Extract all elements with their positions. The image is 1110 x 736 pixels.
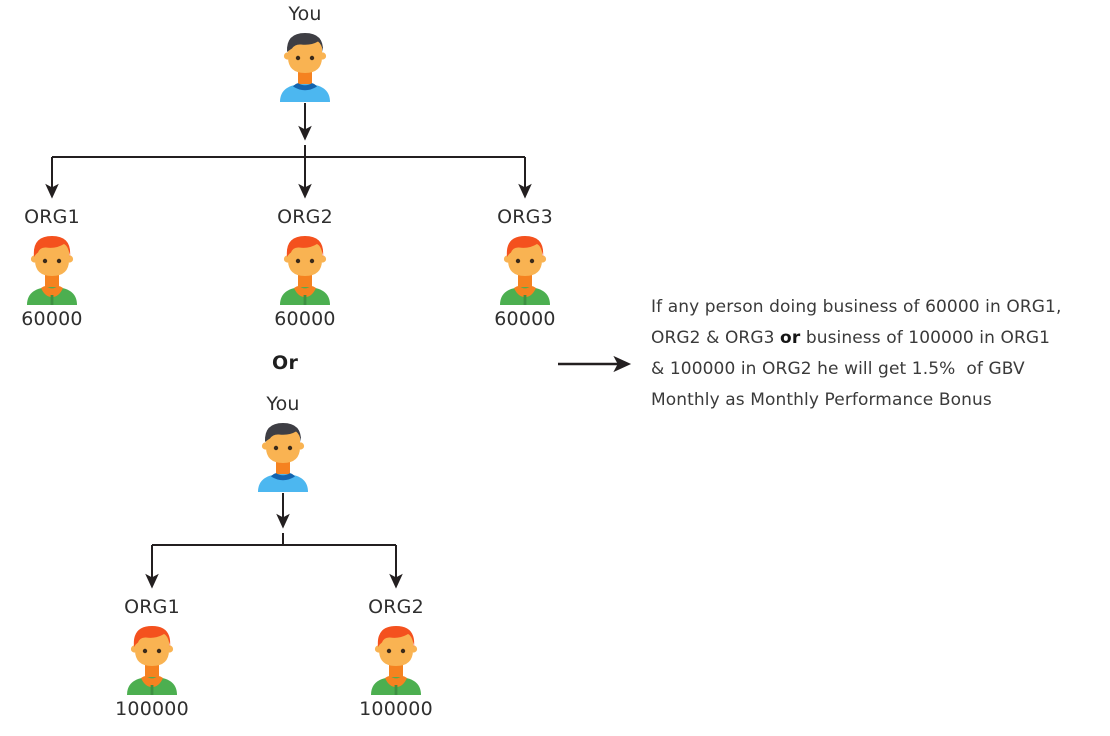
node-org2-tier2[interactable]: ORG2 100000 bbox=[336, 595, 456, 721]
person-green-avatar bbox=[92, 619, 212, 695]
node-org1-tier2-label: ORG1 bbox=[124, 596, 180, 618]
node-org3-tier1-label: ORG3 bbox=[497, 206, 553, 228]
node-you-top[interactable]: You bbox=[245, 2, 365, 102]
bonus-rule-or-emphasis: or bbox=[780, 328, 801, 348]
bonus-rule-line-2b: business of 100000 in ORG1 bbox=[800, 328, 1051, 348]
node-org2-tier1[interactable]: ORG2 60000 bbox=[245, 205, 365, 331]
node-org1-tier2-value: 100000 bbox=[115, 698, 189, 720]
person-green-avatar bbox=[465, 229, 585, 305]
or-separator-label: Or bbox=[272, 352, 299, 374]
person-blue-avatar bbox=[223, 416, 343, 492]
node-org2-tier2-value: 100000 bbox=[359, 698, 433, 720]
node-org2-tier1-label: ORG2 bbox=[277, 206, 333, 228]
node-org1-tier2[interactable]: ORG1 100000 bbox=[92, 595, 212, 721]
node-org2-tier1-value: 60000 bbox=[274, 308, 336, 330]
node-you-top-label: You bbox=[288, 3, 322, 25]
person-green-avatar bbox=[245, 229, 365, 305]
bonus-rule-text: If any person doing business of 60000 in… bbox=[651, 292, 1062, 416]
person-blue-avatar bbox=[245, 26, 365, 102]
node-org2-tier2-label: ORG2 bbox=[368, 596, 424, 618]
node-org3-tier1-value: 60000 bbox=[494, 308, 556, 330]
node-you-bottom-label: You bbox=[266, 393, 300, 415]
bonus-rule-line-2a: ORG2 & ORG3 bbox=[651, 328, 781, 348]
node-org1-tier1-value: 60000 bbox=[21, 308, 83, 330]
bonus-rule-line-1: If any person doing business of 60000 in… bbox=[651, 297, 1062, 317]
node-org1-tier1-label: ORG1 bbox=[24, 206, 80, 228]
person-green-avatar bbox=[336, 619, 456, 695]
node-org3-tier1[interactable]: ORG3 60000 bbox=[465, 205, 585, 331]
node-org1-tier1[interactable]: ORG1 60000 bbox=[0, 205, 112, 331]
bonus-rule-line-2: ORG2 & ORG3 or business of 100000 in ORG… bbox=[651, 323, 1051, 354]
bonus-rule-line-4: Monthly as Monthly Performance Bonus bbox=[651, 390, 992, 410]
bonus-rule-line-3: & 100000 in ORG2 he will get 1.5% of GBV bbox=[651, 359, 1025, 379]
person-green-avatar bbox=[0, 229, 112, 305]
node-you-bottom[interactable]: You bbox=[223, 392, 343, 492]
